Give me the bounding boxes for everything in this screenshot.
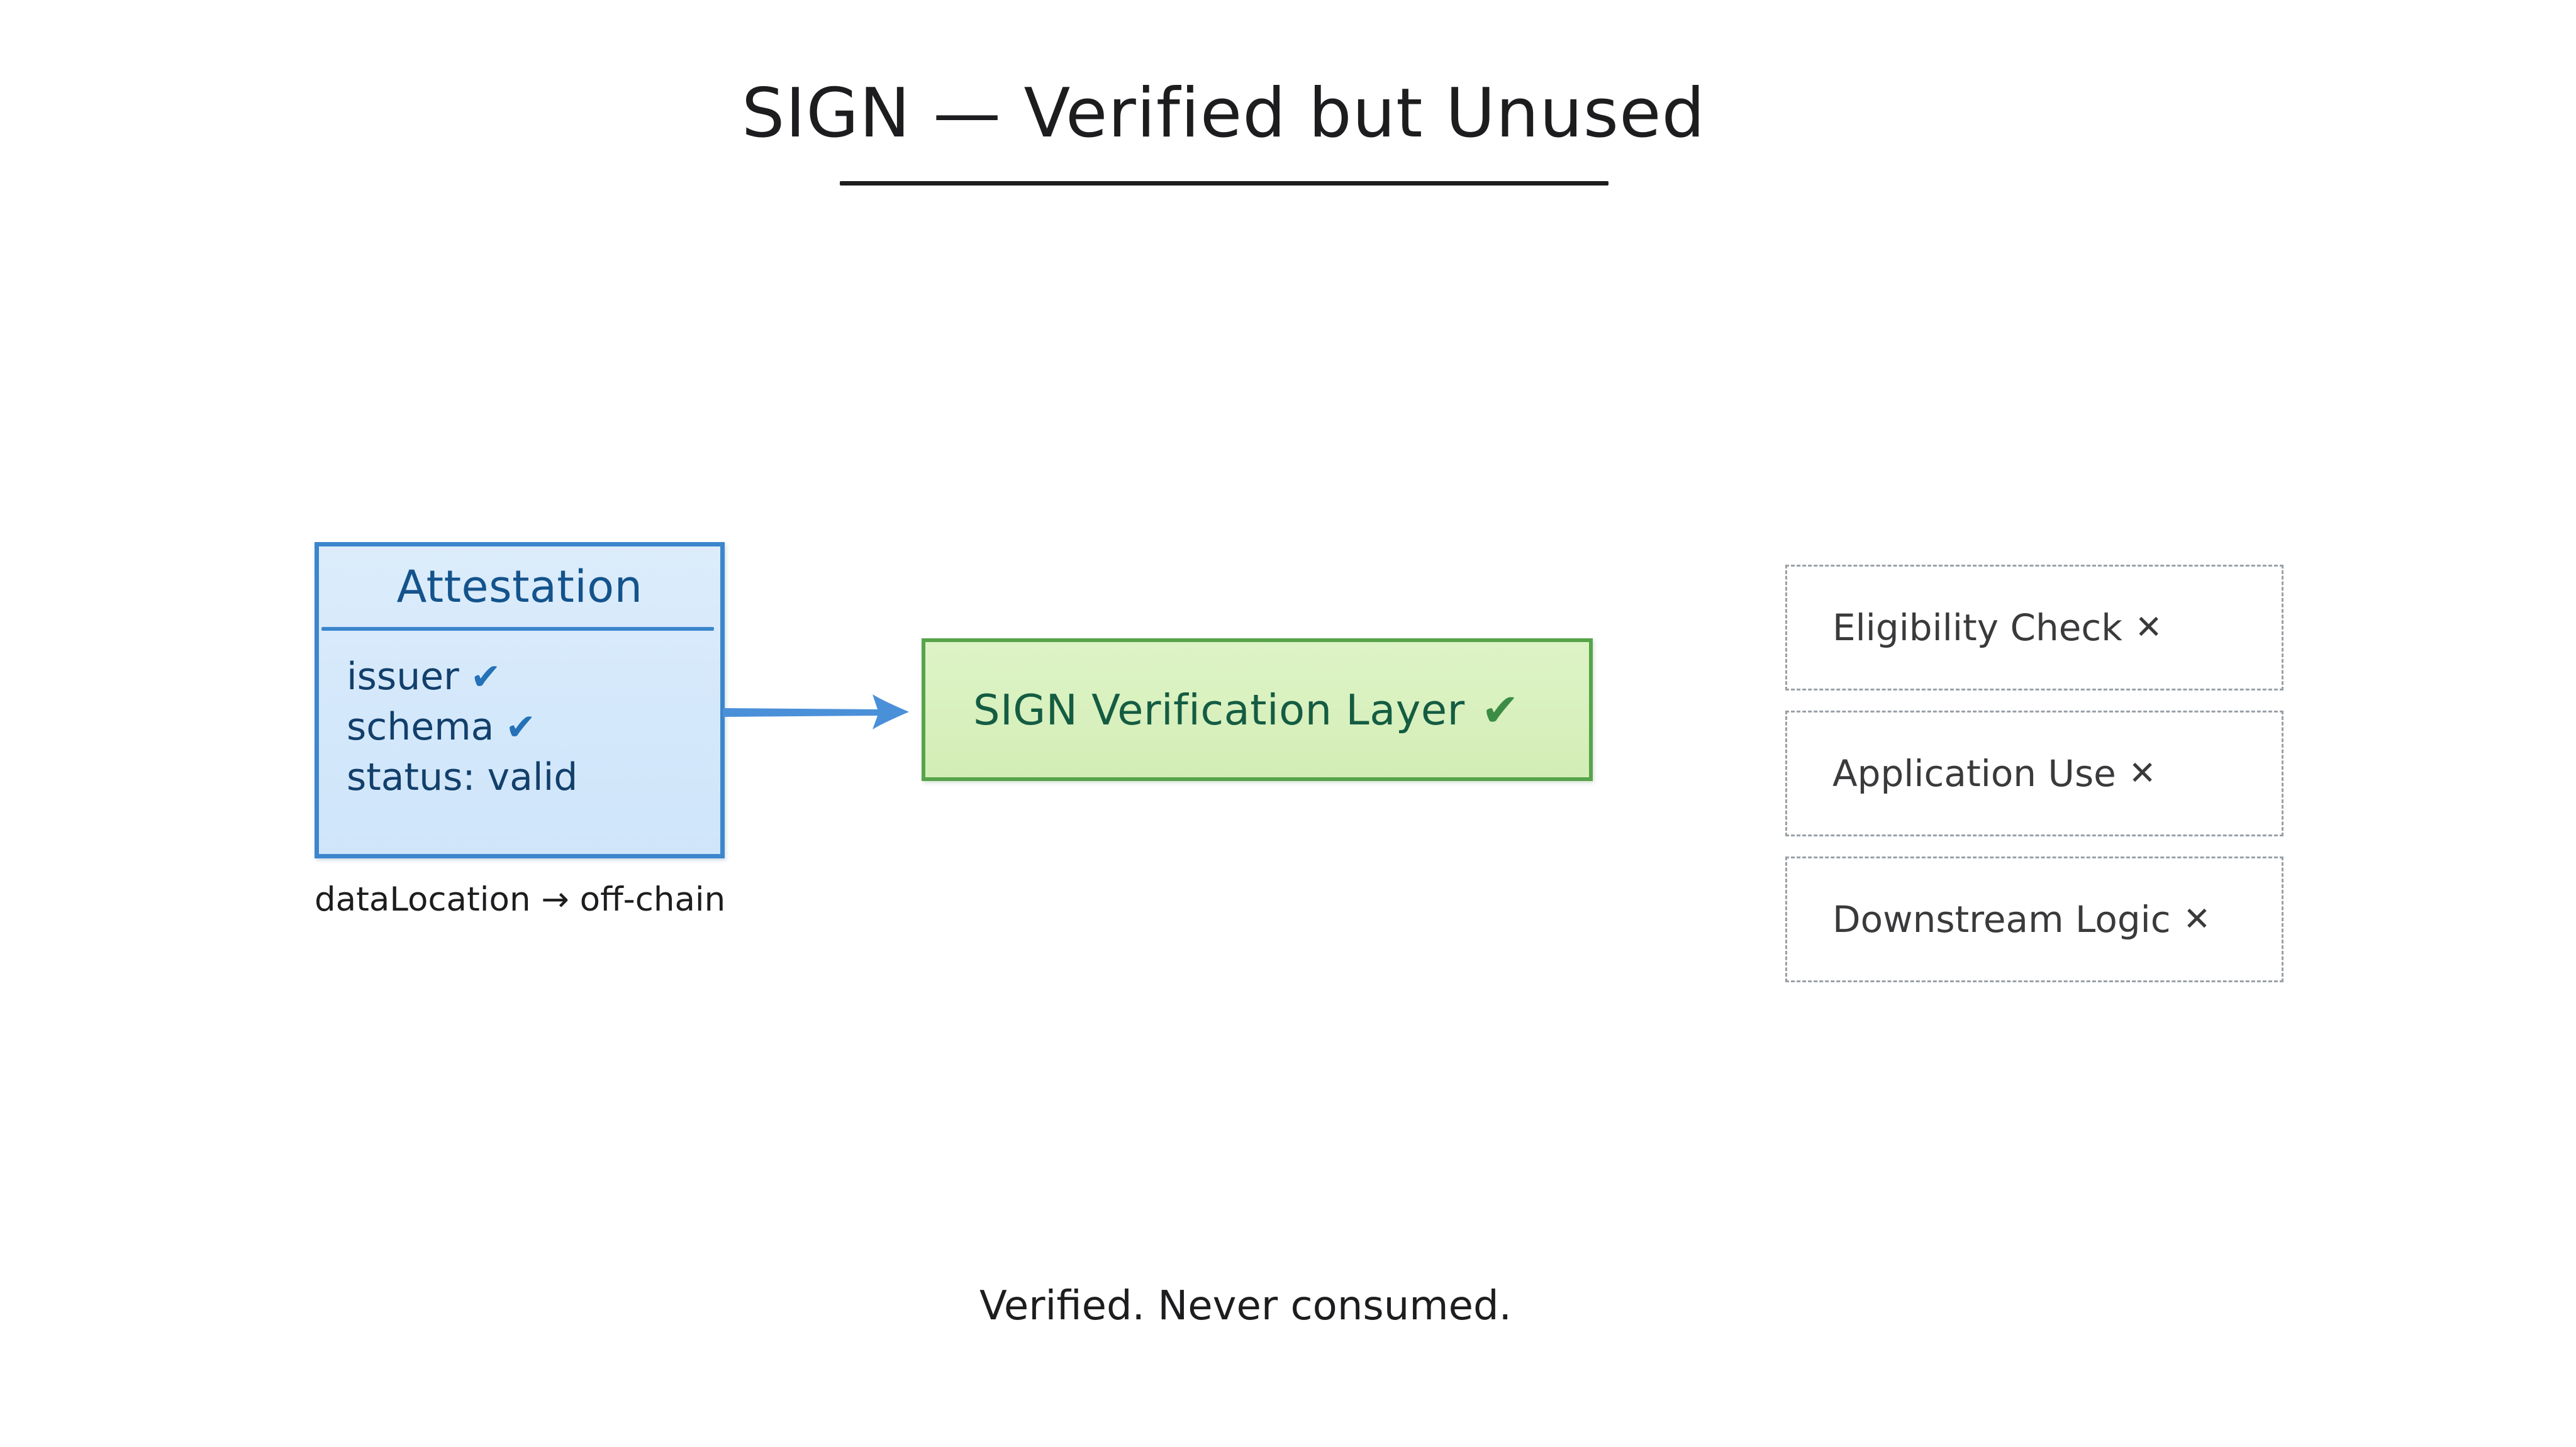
unused-box-label: Downstream Logic <box>1832 898 2171 941</box>
footer-caption: Verified. Never consumed. <box>979 1283 1512 1329</box>
attestation-field-issuer: issuer ✔ <box>347 655 710 705</box>
unused-box-label: Application Use <box>1832 752 2116 795</box>
attestation-card-header: Attestation <box>319 546 720 627</box>
attestation-field-label: status: valid <box>347 755 578 799</box>
unused-box-application-use: Application Use ✕ <box>1785 711 2283 836</box>
attestation-field-list: issuer ✔ schema ✔ status: valid <box>347 655 710 806</box>
check-icon: ✔ <box>470 655 501 698</box>
check-icon: ✔ <box>505 706 537 748</box>
attestation-caption: dataLocation → off-chain <box>315 880 726 919</box>
attestation-header-divider <box>321 627 714 631</box>
attestation-field-label: schema <box>347 705 494 749</box>
title-underline <box>840 181 1609 186</box>
verification-layer-label: SIGN Verification Layer <box>973 685 1465 735</box>
unused-box-downstream-logic: Downstream Logic ✕ <box>1785 857 2283 982</box>
verification-layer-box: SIGN Verification Layer ✔ <box>922 638 1593 781</box>
arrow-right-icon <box>723 694 909 729</box>
unused-box-eligibility-check: Eligibility Check ✕ <box>1785 565 2283 690</box>
attestation-card: Attestation issuer ✔ schema ✔ status: va… <box>315 542 725 858</box>
attestation-field-schema: schema ✔ <box>347 705 710 755</box>
attestation-card-title: Attestation <box>396 561 643 613</box>
page-title: SIGN — Verified but Unused <box>741 74 1706 153</box>
attestation-field-status: status: valid <box>347 755 710 806</box>
cross-icon: ✕ <box>2128 755 2156 792</box>
attestation-field-label: issuer <box>347 655 459 699</box>
check-icon: ✔ <box>1481 683 1520 736</box>
cross-icon: ✕ <box>2134 609 2163 646</box>
cross-icon: ✕ <box>2183 901 2211 938</box>
unused-box-label: Eligibility Check <box>1832 606 2122 649</box>
